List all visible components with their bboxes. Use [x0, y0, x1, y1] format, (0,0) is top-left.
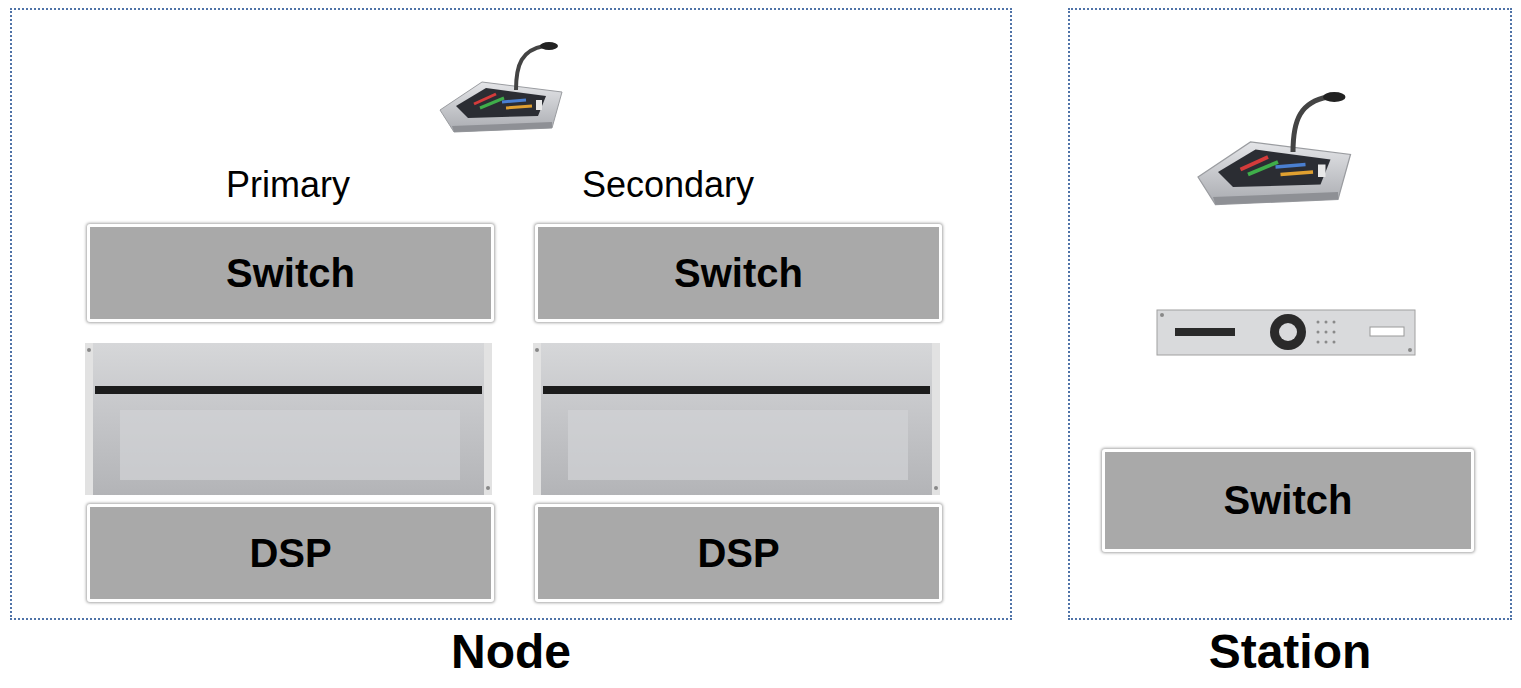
role-label: Primary	[226, 164, 350, 206]
box-label: Switch	[674, 251, 803, 296]
station-unit	[1157, 310, 1415, 355]
dsp-chassis	[533, 343, 940, 495]
microphone	[1198, 92, 1351, 205]
box-label: DSP	[249, 531, 331, 576]
role-label: Secondary	[582, 164, 754, 206]
group-title: Node	[12, 624, 1010, 679]
component-box: DSP	[87, 504, 494, 602]
component-box: Switch	[87, 224, 494, 322]
box-label: Switch	[226, 251, 355, 296]
system-group: SwitchStation	[1068, 8, 1512, 620]
component-box: Switch	[1102, 449, 1474, 552]
component-box: Switch	[535, 224, 942, 322]
microphone	[440, 42, 562, 132]
box-label: Switch	[1224, 478, 1353, 523]
dsp-chassis	[85, 343, 492, 495]
group-title: Station	[1070, 624, 1510, 679]
component-box: DSP	[535, 504, 942, 602]
system-group: SwitchSwitchDSPDSPNode	[10, 8, 1012, 620]
box-label: DSP	[697, 531, 779, 576]
